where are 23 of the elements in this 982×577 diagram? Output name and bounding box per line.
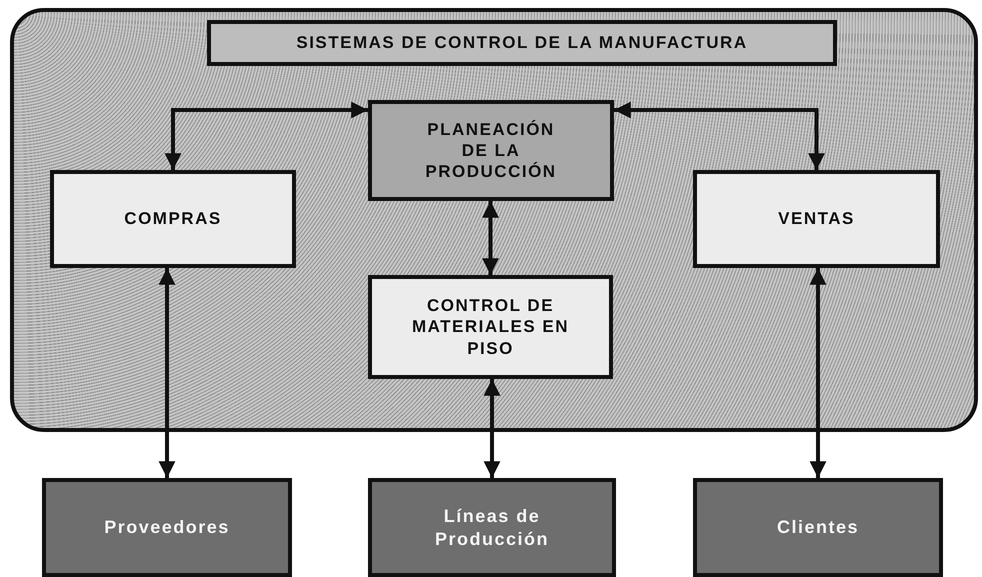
box-label: Proveedores: [103, 516, 231, 539]
process-box: [368, 275, 613, 379]
double-arrow: [484, 379, 500, 478]
double-arrow: [614, 102, 825, 170]
box-label: COMPRAS: [123, 208, 223, 230]
double-arrow: [164, 102, 368, 170]
double-arrow: [482, 201, 499, 275]
box-label: Clientes: [776, 516, 860, 539]
box-label: CONTROL DE MATERIALES EN PISO: [410, 295, 570, 359]
diagram-heading: SISTEMAS DE CONTROL DE LA MANUFACTURA: [295, 32, 749, 54]
external-box: [368, 478, 616, 577]
double-arrow: [810, 268, 826, 478]
external-box: [693, 478, 943, 577]
external-box: [42, 478, 292, 577]
box-label: PLANEACIÓN DE LA PRODUCCIÓN: [424, 118, 558, 182]
system-panel: [10, 8, 978, 432]
double-arrow: [158, 268, 176, 478]
process-box: [50, 170, 296, 268]
process-box: [693, 170, 940, 268]
box-label: VENTAS: [777, 208, 856, 230]
title-box: [207, 20, 837, 66]
box-label: Líneas de Producción: [434, 505, 550, 550]
process-box: [368, 100, 614, 201]
